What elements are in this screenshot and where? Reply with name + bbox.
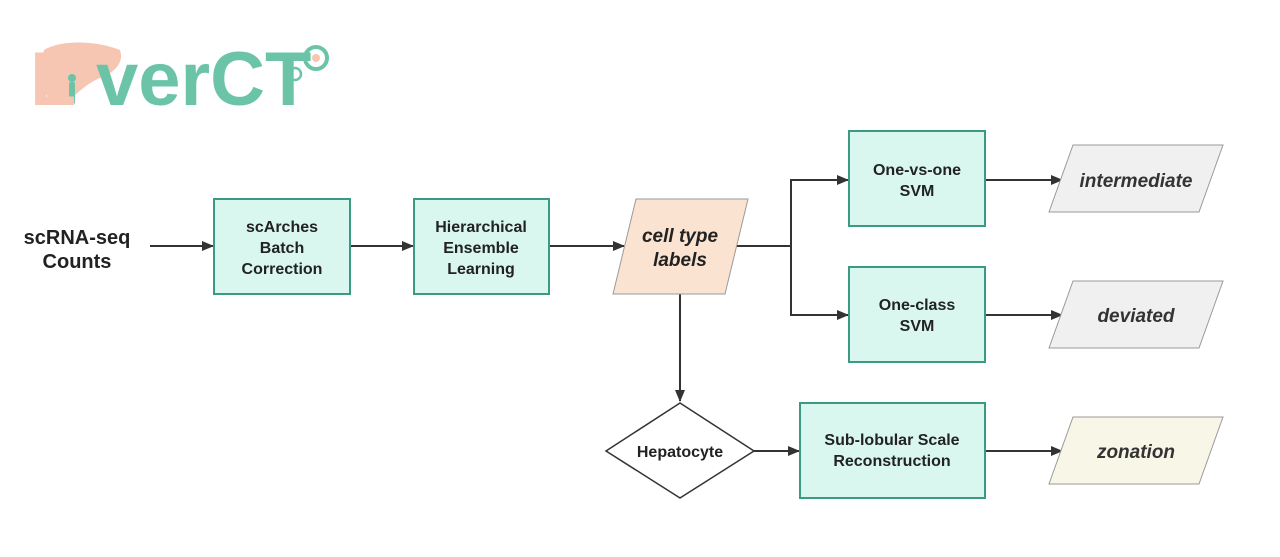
input-label: scRNA-seq Counts (24, 227, 131, 273)
ensemble-line-1: Hierarchical (435, 219, 527, 236)
one-class-box (848, 266, 986, 363)
output-intermediate: intermediate (1048, 144, 1224, 213)
liver-icon (41, 42, 122, 104)
node-batch-correction: scArches Batch Correction (213, 198, 351, 295)
sublobular-line-2: Reconstruction (833, 453, 950, 470)
zonation-label: zonation (1096, 442, 1175, 463)
one-vs-one-box (848, 130, 986, 227)
labels-line-2: labels (653, 250, 707, 271)
hepatocyte-label: Hepatocyte (637, 444, 723, 461)
node-hepatocyte: Hepatocyte (604, 402, 756, 499)
input-line-1: scRNA-seq (24, 227, 131, 249)
intermediate-label: intermediate (1080, 171, 1193, 192)
node-ensemble-learning: Hierarchical Ensemble Learning (413, 198, 550, 295)
logo-ring-large (303, 45, 329, 71)
ovo-line-2: SVM (900, 183, 935, 200)
deviated-shape (1048, 280, 1224, 349)
batch-line-3: Correction (242, 261, 323, 278)
batch-line-1: scArches (246, 219, 318, 236)
output-deviated: deviated (1048, 280, 1224, 349)
arrow-labels-to-ovo (734, 175, 849, 247)
cell-type-labels-shape (612, 198, 749, 295)
node-one-class-svm: One-class SVM (848, 266, 986, 363)
logo-ring-dot (312, 54, 320, 62)
ensemble-learning-box (413, 198, 550, 295)
oneclass-line-2: SVM (900, 318, 935, 335)
logo: L verCT (30, 37, 329, 122)
intermediate-shape (1048, 144, 1224, 213)
hepatocyte-diamond (604, 402, 756, 499)
batch-correction-box (213, 198, 351, 295)
input-line-2: Counts (43, 251, 112, 273)
logo-text-left: L (30, 37, 76, 122)
node-one-vs-one-svm: One-vs-one SVM (848, 130, 986, 227)
ensemble-line-3: Learning (447, 261, 515, 278)
deviated-label: deviated (1097, 306, 1174, 327)
node-sublobular-reconstruction: Sub-lobular Scale Reconstruction (799, 402, 986, 499)
labels-line-1: cell type (642, 226, 718, 247)
node-cell-type-labels: cell type labels (612, 198, 749, 295)
ensemble-line-2: Ensemble (443, 240, 519, 257)
ovo-line-1: One-vs-one (873, 162, 961, 179)
zonation-shape (1048, 416, 1224, 485)
logo-text-right: verCT (96, 37, 311, 122)
output-zonation: zonation (1048, 416, 1224, 485)
sublobular-box (799, 402, 986, 499)
sublobular-line-1: Sub-lobular Scale (824, 432, 959, 449)
connectors (150, 175, 1063, 456)
oneclass-line-1: One-class (879, 297, 956, 314)
logo-ring-small (287, 66, 303, 82)
batch-line-2: Batch (260, 240, 304, 257)
arrow-labels-to-oneclass (790, 246, 849, 320)
